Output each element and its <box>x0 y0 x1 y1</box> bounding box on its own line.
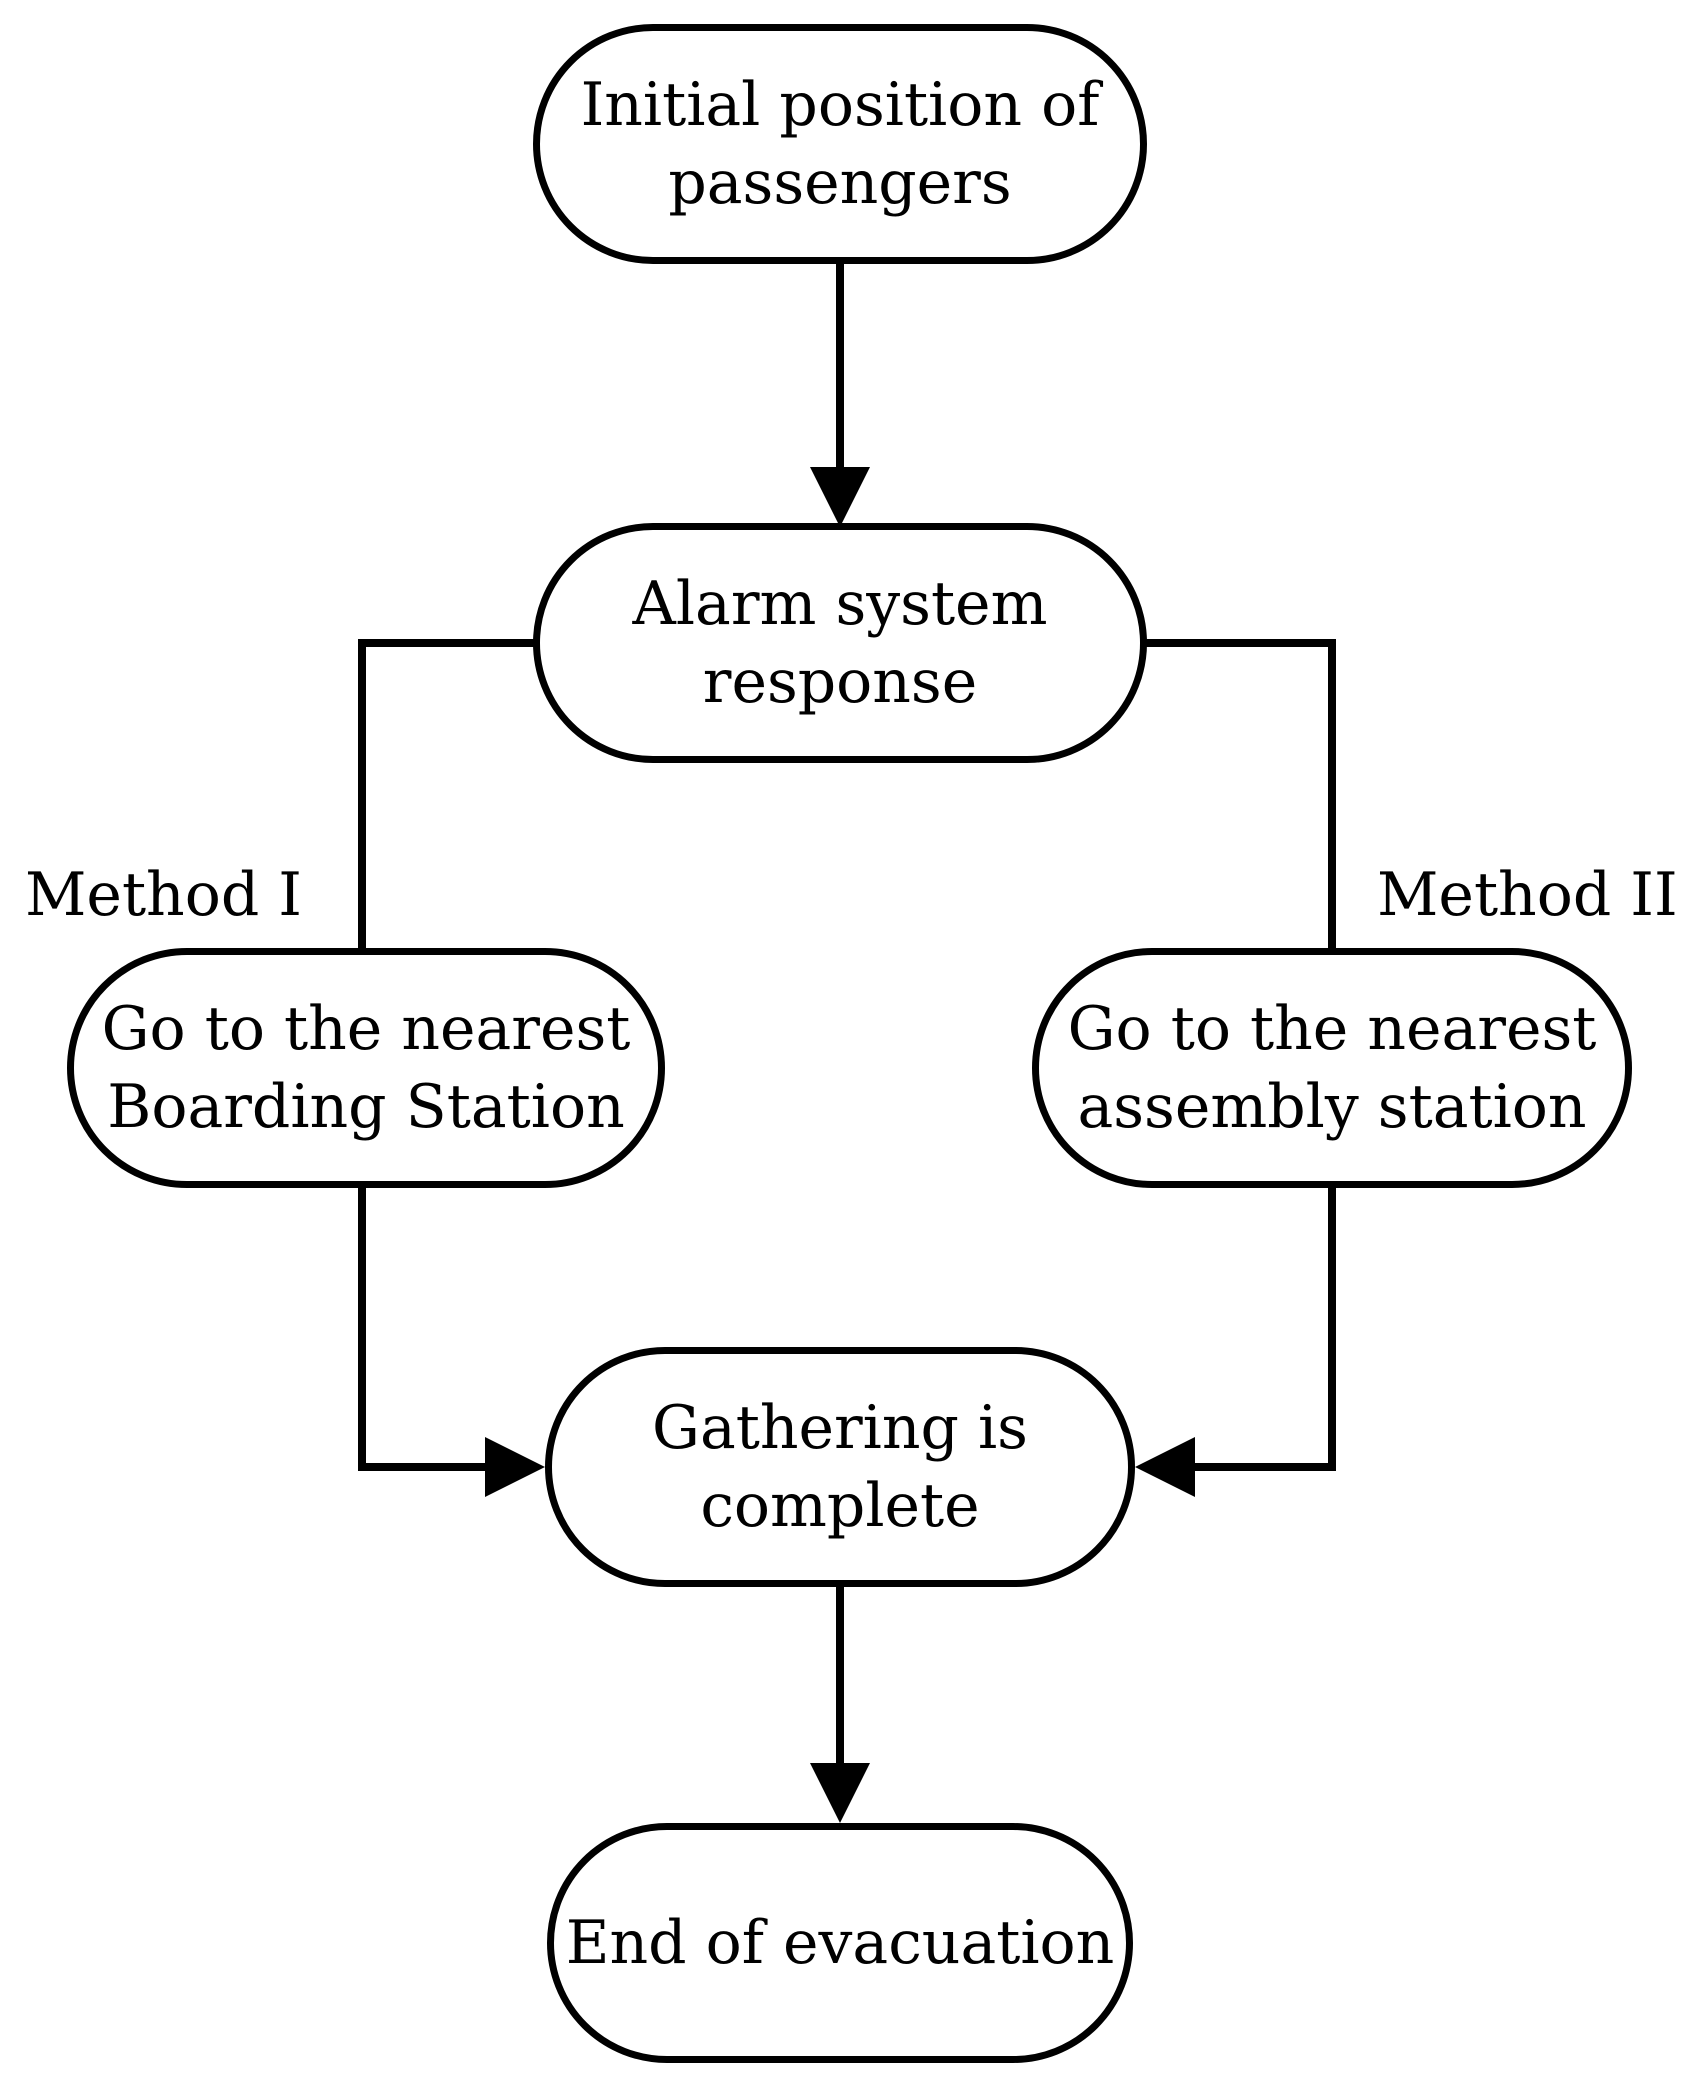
edge-assembly-to-gathering-horizontal-line <box>1192 1463 1336 1471</box>
node-assembly-station: Go to the nearest assembly station <box>1032 948 1632 1188</box>
node-assembly-line2: assembly station <box>1077 1072 1587 1142</box>
node-boarding-line2: Boarding Station <box>107 1072 625 1142</box>
node-gathering-line1: Gathering is <box>652 1393 1028 1463</box>
arrowhead-down-into-end <box>810 1763 870 1823</box>
edge-label-method-2: Method II <box>1377 860 1678 930</box>
arrowhead-right-into-gathering <box>485 1437 545 1497</box>
edge-boarding-to-gathering-horizontal-line <box>358 1463 490 1471</box>
node-end-of-evacuation: End of evacuation <box>547 1823 1133 2063</box>
node-initial-position-line2: passengers <box>668 148 1012 218</box>
edge-boarding-to-gathering-vertical-line <box>358 1184 366 1471</box>
arrowhead-left-into-gathering <box>1135 1437 1195 1497</box>
node-alarm-line2: response <box>702 647 978 717</box>
arrowhead-down-into-alarm <box>810 467 870 527</box>
edge-alarm-to-boarding-horizontal-line <box>358 639 537 647</box>
node-assembly-line1: Go to the nearest <box>1067 994 1597 1064</box>
edge-gathering-to-end-line <box>836 1584 844 1767</box>
node-gathering-line2: complete <box>700 1471 980 1541</box>
node-initial-position: Initial position of passengers <box>533 24 1147 264</box>
node-boarding-line1: Go to the nearest <box>101 994 631 1064</box>
node-end-line1: End of evacuation <box>565 1908 1115 1978</box>
edge-label-method-1: Method I <box>25 860 303 930</box>
edge-assembly-to-gathering-vertical-line <box>1328 1184 1336 1471</box>
node-alarm-system-response: Alarm system response <box>533 523 1147 763</box>
node-boarding-station: Go to the nearest Boarding Station <box>67 948 665 1188</box>
edge-initial-to-alarm-line <box>836 260 844 472</box>
edge-alarm-to-assembly-vertical-line <box>1328 639 1336 952</box>
node-initial-position-line1: Initial position of <box>580 70 1100 140</box>
edge-alarm-to-boarding-vertical-line <box>358 639 366 952</box>
edge-alarm-to-assembly-horizontal-line <box>1143 639 1336 647</box>
node-gathering-complete: Gathering is complete <box>545 1347 1135 1587</box>
node-alarm-line1: Alarm system <box>632 569 1048 639</box>
